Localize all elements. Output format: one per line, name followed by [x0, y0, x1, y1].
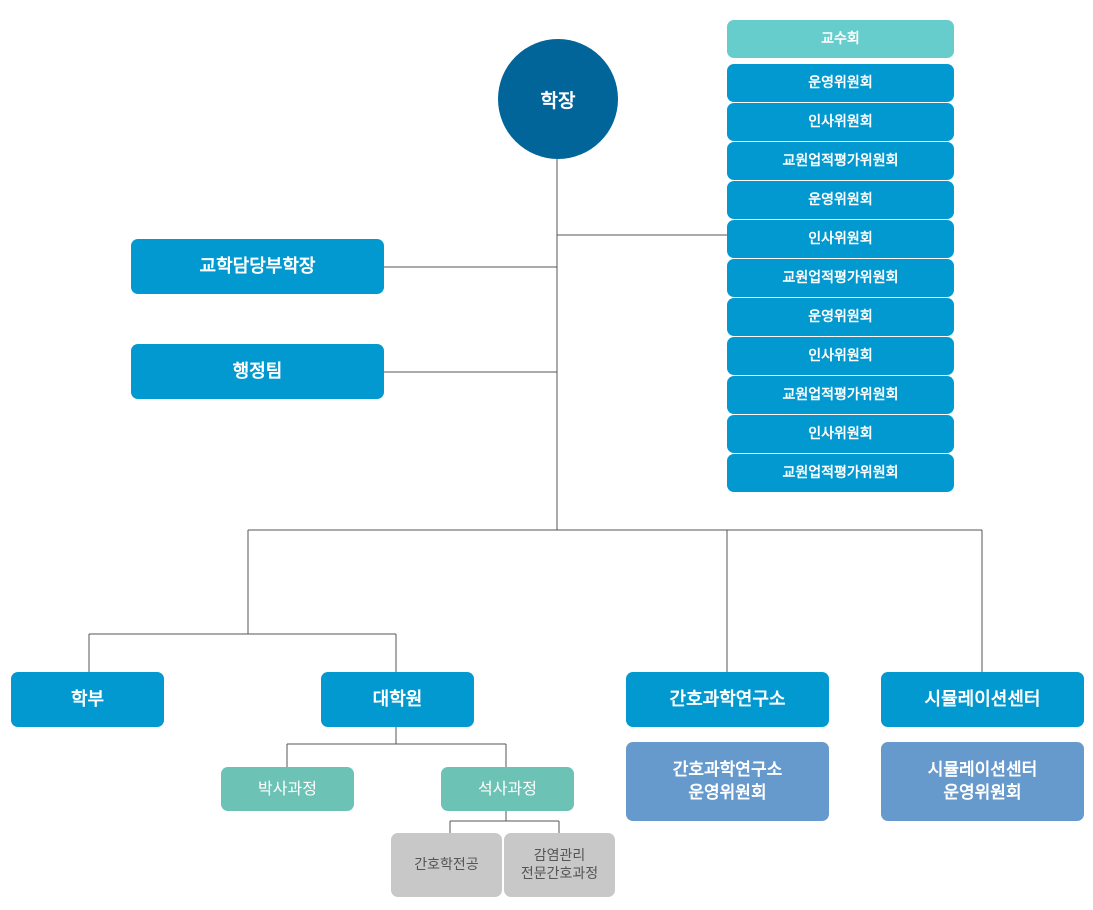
- faculty-council-node: 교수회: [727, 20, 954, 58]
- committee-item: 교원업적평가위원회: [727, 454, 954, 492]
- committee-item: 인사위원회: [727, 415, 954, 453]
- graduate-node: 대학원: [321, 672, 474, 727]
- masters-program-node: 석사과정: [441, 767, 574, 811]
- committee-item: 교원업적평가위원회: [727, 259, 954, 297]
- committee-item: 인사위원회: [727, 220, 954, 258]
- vice-dean-node: 교학담당부학장: [131, 239, 384, 294]
- committee-item: 운영위원회: [727, 298, 954, 336]
- committee-item: 교원업적평가위원회: [727, 142, 954, 180]
- simulation-center-node: 시뮬레이션센터: [881, 672, 1084, 727]
- committee-item: 운영위원회: [727, 64, 954, 102]
- doctoral-program-node: 박사과정: [221, 767, 354, 811]
- committee-item: 인사위원회: [727, 103, 954, 141]
- admin-team-node: 행정팀: [131, 344, 384, 399]
- institute-committee-node: 간호과학연구소 운영위원회: [626, 742, 829, 821]
- committee-item: 운영위원회: [727, 181, 954, 219]
- undergrad-node: 학부: [11, 672, 164, 727]
- dean-node: 학장: [498, 39, 618, 159]
- infection-control-node: 감염관리 전문간호과정: [504, 833, 615, 897]
- committee-item: 인사위원회: [727, 337, 954, 375]
- simulation-committee-node: 시뮬레이션센터 운영위원회: [881, 742, 1084, 821]
- institute-node: 간호과학연구소: [626, 672, 829, 727]
- nursing-major-node: 간호학전공: [391, 833, 502, 897]
- committee-item: 교원업적평가위원회: [727, 376, 954, 414]
